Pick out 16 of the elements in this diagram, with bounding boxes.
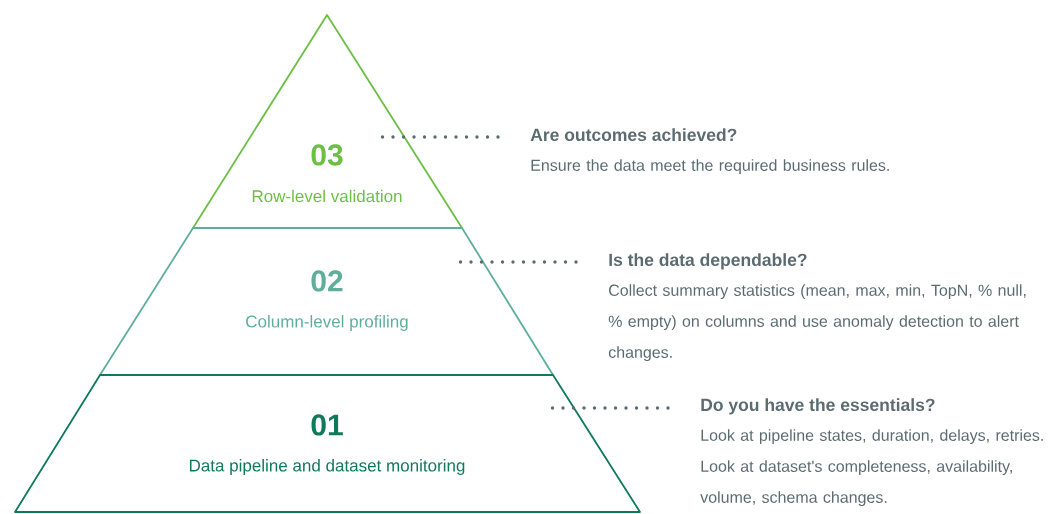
- node-text: Do you have the essentials? Look at pipeline states, duration, delays, retries. Look at dataset's completeness, availability, volume, schema changes.: [700, 398, 1043, 507]
- node-text: Are outcomes achieved? Ensure the data meet the required business rules.: [530, 128, 889, 175]
- description-text: Collect summary statistics (mean, max, min, TopN, % null, % empty) on columns and use anomaly detection to alert changes.: [608, 284, 1026, 362]
- description-text: Ensure the data meet the required business rules.: [531, 159, 889, 175]
- question-heading: Are outcomes achieved?: [530, 128, 737, 142]
- leader-line: [378, 135, 500, 139]
- node-text: Is the data dependable? Collect summary statistics (mean, max, min, TopN, % null, % empty) on columns and use anomaly detection to alert changes.: [608, 253, 1026, 362]
- tier-label: Column-level profiling: [246, 315, 408, 331]
- tier-number: 01: [311, 414, 343, 436]
- description-text: Look at pipeline states, duration, delays, retries. Look at dataset's completeness, availability, volume, schema changes.: [700, 429, 1043, 507]
- tier-number: 02: [311, 270, 343, 292]
- question-heading: Is the data dependable?: [609, 253, 807, 270]
- tier-label: Row-level validation: [252, 189, 402, 203]
- tier-label: Data pipeline and dataset monitoring: [189, 459, 465, 475]
- question-heading: Do you have the essentials?: [701, 398, 935, 415]
- tier-number: 03: [311, 144, 343, 166]
